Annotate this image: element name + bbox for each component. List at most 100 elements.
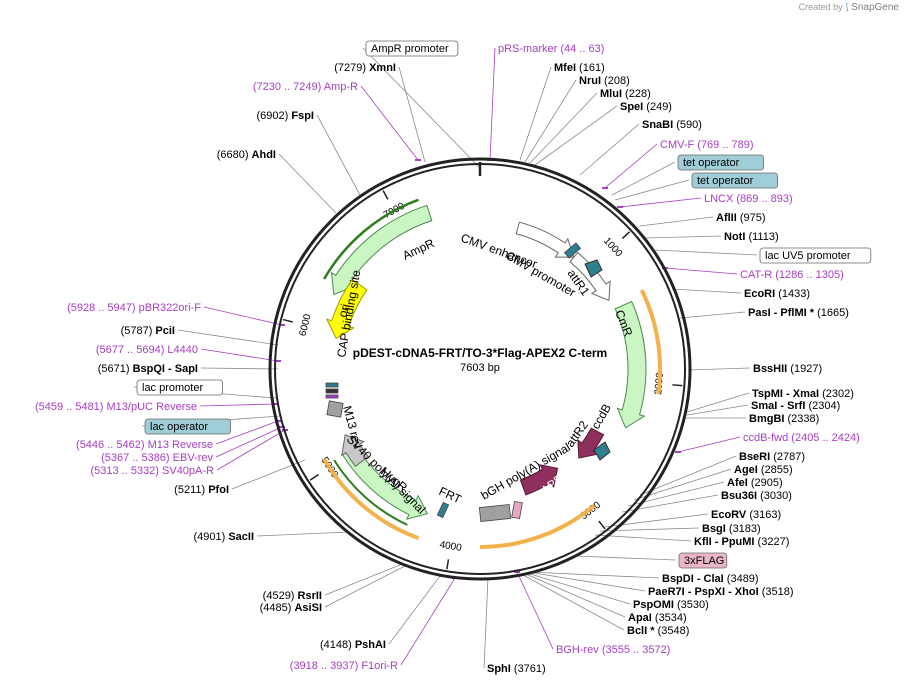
enzyme-position: (4148): [320, 639, 355, 651]
enzyme-label: AgeI (2855): [734, 464, 793, 476]
primer-label: (5928 .. 5947) pBR322ori-F: [67, 302, 201, 314]
enzyme-position: (3548): [655, 625, 690, 637]
tick-mark: [382, 190, 389, 200]
feature-box-label: lac promoter: [142, 382, 203, 394]
ccdb-label: ccdB: [588, 401, 613, 431]
enzyme-position: (2304): [805, 400, 840, 412]
m13-mark: [325, 394, 339, 399]
enzyme-position: (208): [601, 75, 630, 87]
enzyme-name: PasI - PflMI *: [748, 307, 815, 319]
enzyme-label: SpeI (249): [620, 101, 672, 113]
enzyme-name: BmgBI: [749, 413, 784, 425]
enzyme-label: PasI - PflMI * (1665): [748, 307, 849, 319]
enzyme-label: (5671) BspQI - SapI: [98, 363, 198, 375]
leader-line: [203, 306, 283, 326]
enzyme-name: MfeI: [554, 62, 576, 74]
sv40-box: [326, 400, 344, 418]
leader-line: [360, 85, 419, 161]
enzyme-position: (2855): [758, 464, 793, 476]
lac-operator-mark: [325, 382, 339, 388]
primer-label: (3918 .. 3937) F1ori-R: [290, 660, 398, 672]
leader-line: [362, 47, 481, 169]
enzyme-name: RsrII: [298, 590, 322, 602]
enzyme-label: MfeI (161): [554, 62, 605, 74]
enzyme-name: ApaI: [628, 612, 652, 624]
enzyme-position: (7279): [334, 62, 369, 74]
leader-line: [579, 123, 640, 176]
enzyme-name: AfeI: [727, 477, 748, 489]
enzyme-name: BssHII: [753, 363, 787, 375]
tick-mark: [672, 384, 683, 387]
primer-label: CAT-R (1286 .. 1305): [740, 269, 844, 281]
leader-line: [645, 235, 722, 239]
leader-line: [594, 534, 692, 542]
attr2-arrow: [593, 441, 611, 461]
enzyme-name: PciI: [155, 325, 175, 337]
leader-line: [400, 577, 456, 666]
feature-box-white: [365, 40, 459, 57]
leader-line: [525, 573, 626, 618]
feature-box-label: tet operator: [683, 157, 740, 169]
apex2-arrow: [519, 464, 559, 496]
snapgene-brand: Created by ⟆ SnapGene: [799, 2, 899, 13]
tick-label: 4000: [439, 539, 463, 554]
leader-line: [687, 367, 751, 371]
enzyme-position: (1665): [814, 307, 849, 319]
enzyme-label: BspDI - ClaI (3489): [662, 573, 759, 585]
enzyme-label: BssHII (1927): [753, 363, 822, 375]
leader-line: [200, 367, 279, 370]
brand-name: SnapGene: [851, 2, 899, 13]
feature-box-blue: [144, 418, 231, 435]
primer-label: (5313 .. 5332) SV40pA-R: [90, 465, 214, 477]
primer-label: (7230 .. 7249) Amp-R: [253, 81, 358, 93]
feature-box-pink: [678, 552, 728, 569]
apex2-orange-bar: [479, 503, 596, 549]
leader-line: [489, 47, 496, 161]
tick-mark: [309, 474, 319, 481]
feature-box-blue: [677, 154, 764, 171]
enzyme-position: (3761): [511, 663, 546, 675]
feature-box-white: [136, 379, 223, 396]
enzyme-position: (6680): [217, 149, 252, 161]
enzyme-name: TspMI - XmaI: [752, 388, 819, 400]
enzyme-label: (5787) PciI: [121, 325, 175, 337]
leader-line: [199, 403, 277, 407]
lac-promoter-mark: [325, 388, 339, 394]
enzyme-position: (6902): [257, 110, 292, 122]
enzyme-position: (2905): [748, 477, 783, 489]
enzyme-label: (6902) FspI: [257, 110, 314, 122]
leader-line: [664, 267, 738, 275]
leader-line: [526, 572, 631, 605]
enzyme-label: (6680) AhdI: [217, 149, 276, 161]
feature-box-label: AmpR promoter: [371, 43, 449, 55]
enzyme-position: (2302): [819, 388, 854, 400]
enzyme-label: PaeR7I - PspXI - XhoI (3518): [648, 586, 794, 598]
enzyme-position: (3518): [759, 586, 794, 598]
leader-line: [671, 288, 742, 294]
enzyme-label: AfeI (2905): [727, 477, 783, 489]
plasmid-name: pDEST-cDNA5-FRT/TO-3*Flag-APEX2 C-term: [353, 346, 607, 360]
feature-box-blue: [691, 172, 778, 189]
ampr-label: AmpR: [400, 236, 436, 263]
enzyme-name: FspI: [291, 110, 314, 122]
enzyme-position: (2787): [770, 451, 805, 463]
enzyme-label: (7279) XmnI: [334, 62, 396, 74]
sv40-region-arrow: [341, 434, 369, 467]
leader-line: [679, 311, 746, 319]
primer-label: ccdB-fwd (2405 .. 2424): [743, 432, 860, 444]
leader-line: [256, 531, 351, 537]
enzyme-position: (3163): [746, 509, 781, 521]
enzyme-name: NotI: [724, 231, 745, 243]
enzyme-name: PspOMI: [633, 599, 674, 611]
enzyme-name: EcoRI: [744, 288, 775, 300]
enzyme-name: AflII: [716, 212, 737, 224]
enzyme-label: SnaBI (590): [642, 119, 702, 131]
leader-line: [529, 571, 660, 579]
enzyme-name: BseRI: [739, 451, 770, 463]
enzyme-label: EcoRV (3163): [711, 509, 781, 521]
enzyme-position: (3530): [674, 599, 709, 611]
brand-created-by: Created by: [798, 2, 843, 12]
leader-line: [324, 565, 406, 608]
leader-line: [516, 571, 554, 650]
